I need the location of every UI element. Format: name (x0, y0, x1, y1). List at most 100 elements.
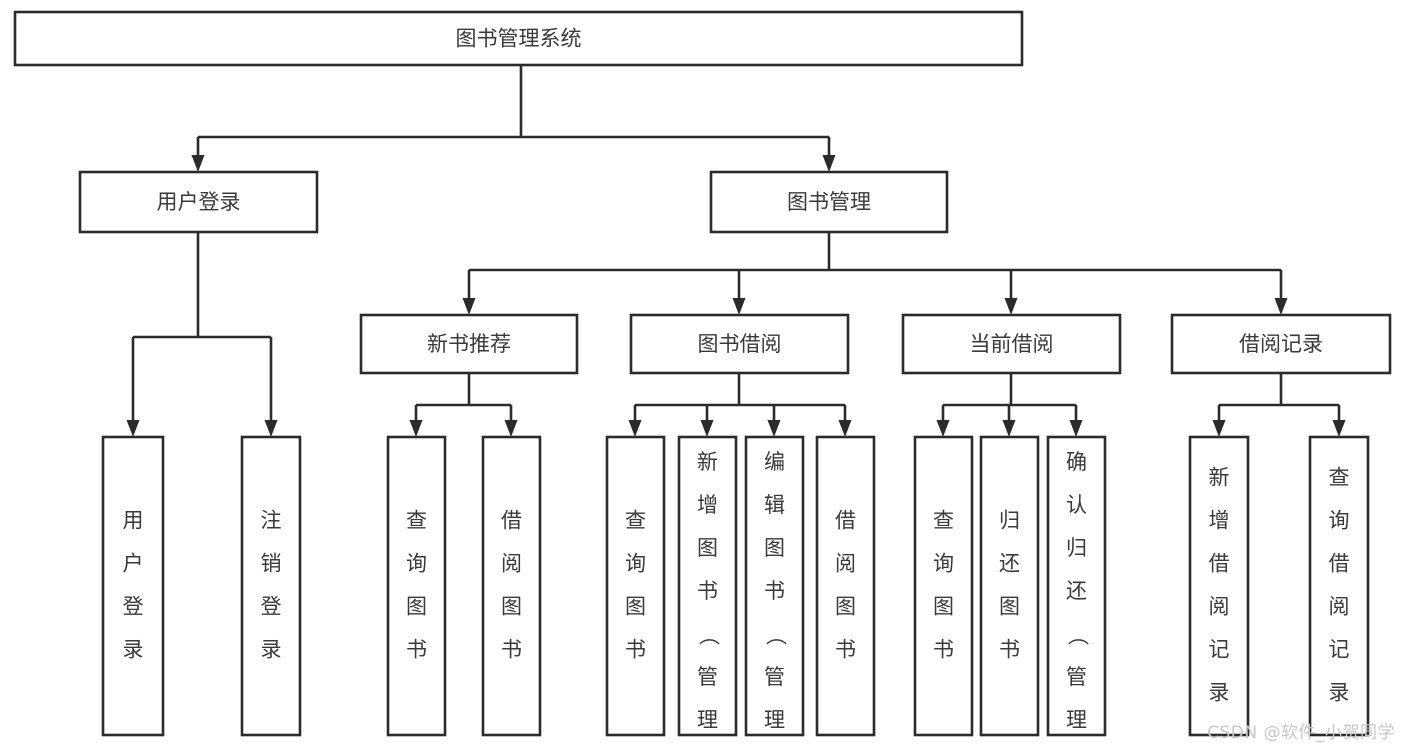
node-book-borrow[interactable]: 图书借阅 (629, 313, 850, 375)
level3-node-label: 借阅记录 (1239, 332, 1323, 356)
svg-text:借: 借 (1209, 552, 1230, 576)
arrow-nb-to-leaf-2 (504, 405, 518, 437)
svg-text:还: 还 (1066, 579, 1087, 603)
arrow-br-to-leaf-2 (1332, 405, 1346, 437)
svg-text:登: 登 (261, 595, 282, 619)
node-book-manage[interactable]: 图书管理 (709, 170, 949, 234)
svg-text:借: 借 (501, 509, 522, 533)
leaf-node-leaf-user-login[interactable]: 用户登录 (101, 435, 165, 737)
svg-text:借: 借 (1329, 552, 1350, 576)
svg-text:确: 确 (1066, 450, 1087, 474)
level3-node-label: 新书推荐 (427, 332, 511, 356)
svg-text:登: 登 (123, 595, 144, 619)
node-root[interactable]: 图书管理系统 (13, 10, 1024, 67)
svg-text:借: 借 (835, 509, 856, 533)
svg-text:书: 书 (835, 638, 856, 662)
svg-text:编: 编 (764, 450, 785, 474)
node-current-borrow[interactable]: 当前借阅 (901, 313, 1122, 375)
svg-text:图: 图 (697, 536, 718, 560)
node-user-login[interactable]: 用户登录 (78, 170, 319, 234)
svg-text:阅: 阅 (1209, 595, 1230, 619)
svg-text:图: 图 (625, 595, 646, 619)
svg-text:询: 询 (406, 552, 427, 576)
svg-text:归: 归 (999, 509, 1020, 533)
svg-text:归: 归 (1066, 536, 1087, 560)
svg-text:新: 新 (697, 450, 718, 474)
svg-text:图: 图 (835, 595, 856, 619)
arrow-ul-to-leaf-2 (264, 337, 278, 437)
svg-text:理: 理 (697, 708, 718, 732)
svg-text:查: 查 (1329, 466, 1350, 490)
arrow-bb-to-leaf-3 (767, 405, 781, 437)
arrow-bb-to-leaf-2 (700, 405, 714, 437)
root-label: 图书管理系统 (456, 27, 582, 51)
svg-text:管: 管 (764, 665, 785, 689)
connectors-layer (126, 65, 1346, 437)
arrow-br-to-leaf-1 (1212, 405, 1226, 437)
arrow-bm-to-borrow-record (1274, 270, 1288, 315)
arrow-cb-to-leaf-3 (1069, 405, 1083, 437)
csdn-watermark: CSDN @软件_小贺同学 (1207, 723, 1395, 743)
leaf-node-label: 用户登录 (123, 509, 144, 662)
svg-text:（: （ (764, 625, 788, 646)
arrow-cb-to-leaf-2 (1002, 405, 1016, 437)
svg-text:录: 录 (123, 638, 144, 662)
arrow-bm-to-new-book (462, 270, 476, 315)
svg-text:理: 理 (764, 708, 785, 732)
svg-text:书: 书 (697, 579, 718, 603)
svg-text:户: 户 (123, 552, 144, 576)
svg-text:图: 图 (999, 595, 1020, 619)
svg-text:阅: 阅 (835, 552, 856, 576)
svg-text:阅: 阅 (501, 552, 522, 576)
svg-text:询: 询 (1329, 509, 1350, 533)
svg-text:书: 书 (999, 638, 1020, 662)
svg-text:增: 增 (1209, 509, 1230, 533)
svg-text:增: 增 (697, 493, 718, 517)
svg-text:（: （ (697, 625, 721, 646)
svg-text:图: 图 (501, 595, 522, 619)
svg-text:书: 书 (933, 638, 954, 662)
svg-text:录: 录 (261, 638, 282, 662)
svg-text:辑: 辑 (764, 493, 785, 517)
arrow-nb-to-leaf-1 (409, 405, 423, 437)
level2-node-label: 用户登录 (157, 190, 241, 214)
svg-text:管: 管 (1066, 665, 1087, 689)
svg-text:查: 查 (625, 509, 646, 533)
node-new-book-recommend[interactable]: 新书推荐 (359, 313, 579, 375)
svg-text:用: 用 (123, 509, 144, 533)
svg-text:管: 管 (697, 665, 718, 689)
node-borrow-record[interactable]: 借阅记录 (1170, 313, 1392, 375)
nodes-layer: 图书管理系统用户登录图书管理新书推荐图书借阅当前借阅借阅记录用户登录注销登录查询… (13, 10, 1392, 747)
arrow-bm-to-book-borrow (732, 270, 746, 315)
svg-text:书: 书 (501, 638, 522, 662)
arrow-bb-to-leaf-1 (628, 405, 642, 437)
svg-text:图: 图 (933, 595, 954, 619)
svg-text:注: 注 (261, 509, 282, 533)
svg-text:认: 认 (1066, 493, 1087, 517)
